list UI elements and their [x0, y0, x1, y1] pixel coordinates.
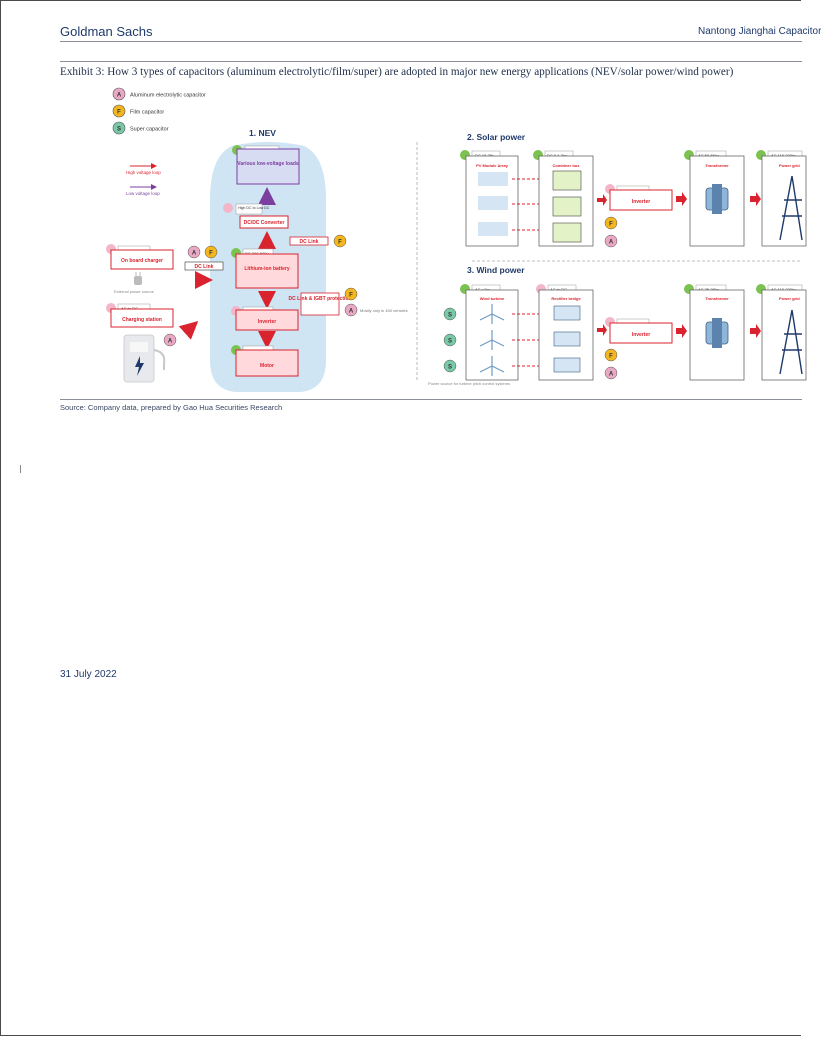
wind-grid-tag: AC 110-220kv [771, 287, 796, 292]
combiner-tag: DC 0.1-3kv [547, 153, 567, 158]
wind-grid-label: Power grid [779, 296, 800, 301]
legend-label-film: Film capacitor [130, 110, 164, 116]
dcdc-label: DC/DC Converter [244, 220, 285, 226]
svg-text:S: S [448, 365, 452, 371]
wind-transformer-tag: AC 35-38kv [698, 287, 719, 292]
low-voltage-loads-block: DC <60v Various low-voltage loads [232, 145, 300, 185]
header-rule [60, 41, 802, 42]
nev-section: 1. NEV High voltage loop Low voltage loo… [106, 128, 408, 392]
nev-dc-link-label: DC Link [300, 239, 319, 245]
igbt-note: Mostly only in 400 vehicles [360, 308, 408, 313]
svg-text:A: A [609, 240, 614, 246]
motor-block: AC 300-600v Motor [231, 345, 299, 377]
solar-section: 2. Solar power DC 18-25v PV Module Array… [460, 132, 807, 248]
exhibit-caption: Exhibit 3: How 3 types of capacitors (al… [60, 66, 734, 78]
solar-transformer-label: Transformer [705, 163, 729, 168]
brand-name: Goldman Sachs [60, 24, 153, 39]
source-note: Source: Company data, prepared by Gao Hu… [60, 403, 283, 412]
legend-code-a: A [117, 93, 122, 99]
wind-inverter-label: Inverter [632, 332, 650, 338]
solar-transformer-tag: AC 50-66kv [698, 153, 719, 158]
motor-label: Motor [260, 363, 274, 369]
svg-text:F: F [209, 251, 213, 257]
dcdc-converter-block: High DC to Low DC DC/DC Converter [223, 203, 289, 229]
report-date: 31 July 2022 [60, 669, 117, 680]
svg-text:S: S [448, 339, 452, 345]
external-power-label: External power source [114, 289, 155, 294]
pv-label: PV Module Array [476, 163, 509, 168]
solar-inverter-label: Inverter [632, 199, 650, 205]
low-voltage-loop-label: Low voltage loop [126, 191, 160, 196]
onboard-charger-block: AC to DC On board charger [106, 244, 174, 270]
hv-tag: High DC to Low DC [238, 206, 270, 210]
legend-item-aluminum: A Aluminum electrolytic capacitor [112, 87, 206, 101]
wind-section: 3. Wind power AC <1kv Wind turbine S S S… [428, 265, 807, 386]
loads-label: Various low-voltage loads [237, 161, 299, 167]
page-frame [0, 0, 801, 1036]
solar-grid-tag: AC 110-220kv [771, 153, 796, 158]
battery-label: Lithium-ion battery [244, 266, 289, 272]
svg-text:F: F [349, 293, 353, 299]
turbine-tag: AC <1kv [475, 287, 490, 292]
igbt-label: DC Link & IGBT protection [288, 296, 351, 302]
legend-item-film: F Film capacitor [112, 104, 164, 118]
svg-text:F: F [609, 222, 613, 228]
rectifier-label: Rectifier bridge [551, 296, 581, 301]
svg-text:S: S [448, 313, 452, 319]
high-voltage-loop-label: High voltage loop [126, 170, 161, 175]
svg-text:F: F [338, 240, 342, 246]
legend-code-f: F [117, 110, 121, 116]
onboard-label: On board charger [121, 258, 163, 264]
turbine-label: Wind turbine [480, 296, 505, 301]
combiner-label: Combiner box [553, 163, 581, 168]
svg-text:A: A [168, 339, 173, 345]
svg-text:F: F [609, 354, 613, 360]
wind-title: 3. Wind power [467, 265, 525, 275]
exhibit-bottom-rule [60, 399, 802, 400]
rectifier-tag: AC to DC [550, 287, 567, 292]
solar-grid-label: Power grid [779, 163, 800, 168]
exhibit-top-rule [60, 61, 802, 62]
charging-pump-icon [123, 334, 166, 383]
battery-block: DC 300-600v Lithium-ion battery [231, 248, 299, 289]
legend-label-aluminum: Aluminum electrolytic capacitor [130, 93, 206, 99]
nev-title: 1. NEV [249, 128, 276, 138]
legend-item-super: S Super capacitor [112, 121, 169, 135]
legend-code-s: S [117, 127, 121, 133]
report-company: Nantong Jianghai Capacitor [698, 26, 821, 37]
ev-dc-link-label: DC Link [195, 264, 214, 270]
plug-icon [134, 272, 142, 285]
pitch-note: Power source for turbine pitch control s… [428, 381, 510, 386]
margin-tick [20, 465, 21, 473]
legend-label-super: Super capacitor [130, 127, 169, 133]
exhibit-diagram: A Aluminum electrolytic capacitor F Film… [106, 87, 807, 392]
svg-text:A: A [609, 372, 614, 378]
charging-label: Charging station [122, 317, 162, 323]
charging-station-block: AC to DC Charging station [106, 303, 174, 328]
svg-text:A: A [192, 251, 197, 257]
solar-title: 2. Solar power [467, 132, 526, 142]
wind-transformer-label: Transformer [705, 296, 729, 301]
pv-tag: DC 18-25v [475, 153, 494, 158]
nev-inverter-label: Inverter [258, 319, 276, 325]
capacitor-legend: A Aluminum electrolytic capacitor F Film… [112, 87, 206, 135]
svg-text:A: A [349, 309, 354, 315]
nev-inverter-block: DC to AC Inverter [231, 306, 299, 331]
